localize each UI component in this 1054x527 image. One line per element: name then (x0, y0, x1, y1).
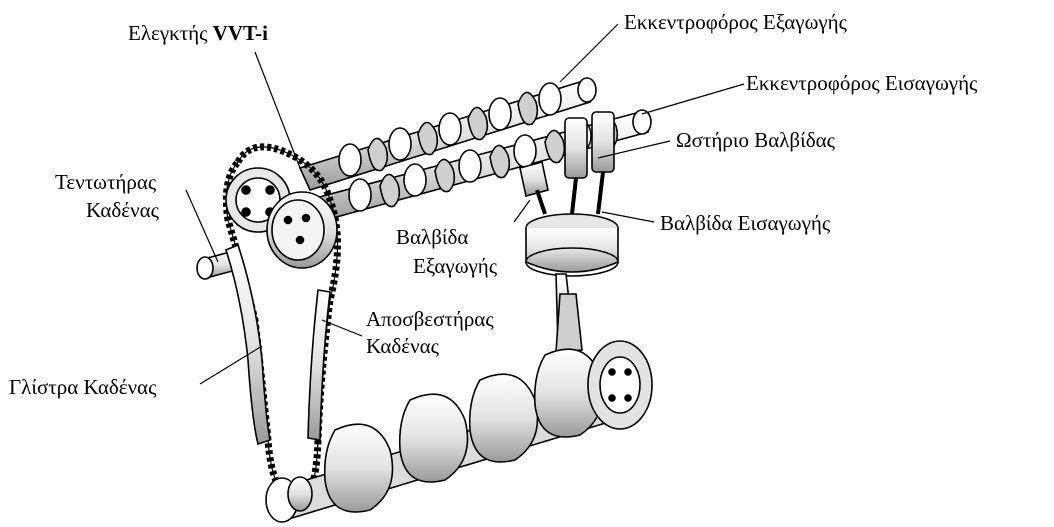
chain-tensioner-label-line1: Τεντωτήρας (55, 170, 156, 194)
exhaust-valve-label-line2: Εξαγωγής (413, 254, 497, 278)
chain-slipper-label: Γλίστρα Καδένας (9, 375, 156, 399)
chain-slipper-drawing (226, 245, 270, 444)
piston-drawing (526, 214, 618, 352)
vvt-controller-label: Ελεγκτής VVT-i (128, 21, 268, 45)
chain-damper-drawing (308, 290, 330, 440)
exhaust-valve-label-line1: Βαλβίδα (396, 225, 468, 249)
chain-tensioner-label-line2: Καδένας (86, 198, 159, 222)
chain-damper-label-line2: Καδένας (366, 334, 439, 358)
exhaust-camshaft-label: Εκκεντροφόρος Εξαγωγής (624, 10, 847, 34)
vvt-controller-drawing (267, 192, 337, 268)
intake-camshaft-label: Εκκεντροφόρος Εισαγωγής (746, 71, 977, 95)
chain-damper-label-line1: Αποσβεστήρας (366, 307, 494, 331)
valve-lifter-label: Ωστήριο Βαλβίδας (676, 128, 835, 152)
intake-valve-label: Βαλβίδα Εισαγωγής (660, 211, 830, 235)
vvt-controller-text: Ελεγκτής (128, 21, 213, 45)
vvt-controller-bold-text: VVT-i (213, 21, 268, 45)
